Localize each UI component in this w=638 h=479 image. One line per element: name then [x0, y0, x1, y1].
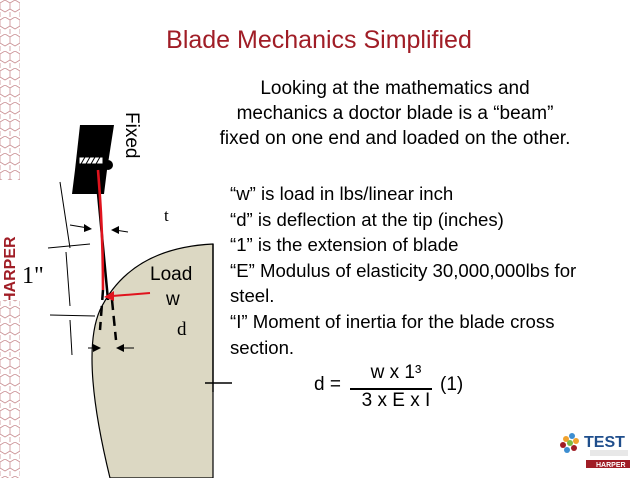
- length-dim-bottom-tick: [49, 314, 96, 317]
- length-dim-top-ext: [59, 181, 71, 249]
- intro-line-1: Looking at the mathematics and: [260, 78, 530, 99]
- d-label: d: [177, 319, 187, 340]
- slide-title: Blade Mechanics Simplified: [166, 26, 472, 54]
- intro-text: Looking at the mathematics and mechanics…: [190, 76, 600, 151]
- formula-lhs: d =: [314, 374, 341, 395]
- intro-line-2: mechanics a doctor blade is a “beam”: [236, 103, 554, 124]
- pivot-point: [103, 160, 113, 170]
- length-dim-bottom-ext: [69, 319, 73, 356]
- w-label: w: [165, 289, 180, 310]
- harper-side-text: HARPER: [2, 236, 19, 300]
- t-label: t: [164, 206, 169, 225]
- length-dim-top-tick: [47, 243, 91, 249]
- clamp-hatch-lines: [80, 156, 101, 165]
- length-label: 1": [22, 263, 44, 289]
- blade-tip-extension: [98, 289, 105, 331]
- definition-i: “I” Moment of inertia for the blade cros…: [230, 310, 555, 332]
- blade-deflected: [96, 169, 105, 291]
- t-arrow-left: [84, 224, 92, 232]
- d-arrow-left: [93, 344, 101, 352]
- formula-numerator: w x 1³: [370, 362, 422, 383]
- fixed-label: Fixed: [121, 112, 142, 159]
- logo-text: TEST: [584, 434, 625, 451]
- formula-fraction-bar: [350, 388, 432, 390]
- intro-line-3: fixed on one end and loaded on the other…: [219, 128, 571, 149]
- test-logo: TEST HARPER: [554, 430, 634, 474]
- load-arrow-head: [104, 291, 114, 301]
- definition-e: “E” Modulus of elasticity 30,000,000lbs …: [230, 259, 577, 281]
- load-label: Load: [150, 264, 192, 285]
- blade-tip-original-extension: [110, 299, 118, 341]
- formula-equation-number: (1): [440, 374, 464, 395]
- definition-d: “d” is deflection at the tip (inches): [230, 208, 504, 230]
- blade-holder-clamp: [72, 170, 107, 194]
- roll-surface: [91, 243, 214, 478]
- definition-1: “1” is the extension of blade: [230, 234, 459, 256]
- load-arrow-line: [111, 292, 151, 297]
- definition-e-cont: steel.: [230, 285, 275, 307]
- formula-denominator: 3 x E x I: [361, 390, 431, 411]
- length-dim-line: [65, 251, 71, 307]
- definitions-list: “w” is load in lbs/linear inch “d” is de…: [230, 181, 630, 360]
- definition-w: “w” is load in lbs/linear inch: [230, 183, 454, 204]
- logo-subtext: HARPER: [596, 462, 626, 469]
- definition-i-cont: section.: [230, 336, 295, 358]
- harper-side-logo: HARPER: [0, 180, 20, 304]
- d-arrow-right: [116, 344, 124, 352]
- t-arrow-right: [111, 226, 119, 234]
